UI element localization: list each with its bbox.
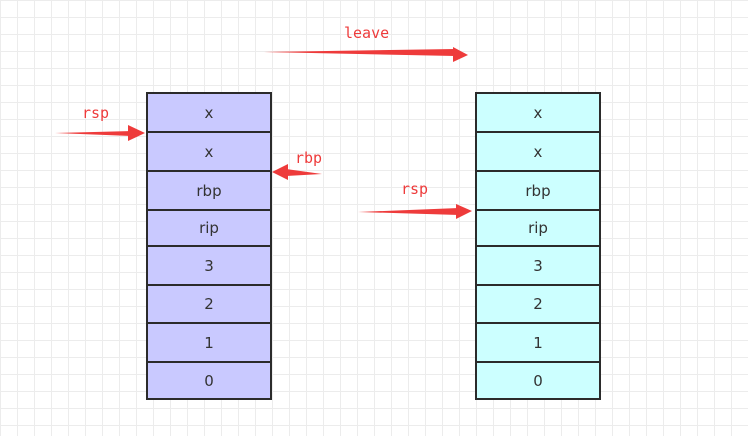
stack-cell: 0 (204, 371, 214, 390)
stack-cell: 2 (148, 286, 270, 324)
left-rbp-label: rbp (295, 149, 323, 167)
stack-cell: x (477, 133, 599, 172)
stack-cell: x (148, 133, 270, 172)
stack-cell: 0 (533, 371, 543, 390)
left-rsp-arrow (55, 125, 145, 141)
stack-cell: 1 (477, 324, 599, 363)
right-stack: x x rbp rip 3 2 1 0 (475, 92, 601, 400)
stack-cell: rip (148, 211, 270, 247)
stack-cell: rbp (148, 172, 270, 211)
stack-cell: rip (477, 211, 599, 247)
right-rsp-label: rsp (401, 180, 429, 198)
leave-arrow (264, 47, 468, 62)
stack-cell: x (477, 94, 599, 133)
right-rsp-arrow (358, 204, 472, 219)
left-rsp-label: rsp (82, 104, 110, 122)
stack-cell: 2 (477, 286, 599, 324)
leave-label: leave (344, 24, 390, 42)
stack-cell: x (148, 94, 270, 133)
stack-cell: 1 (148, 324, 270, 363)
left-stack: x x rbp rip 3 2 1 0 (146, 92, 272, 400)
stack-cell: 3 (148, 247, 270, 286)
stack-cell: 3 (477, 247, 599, 286)
left-rbp-arrow (272, 164, 322, 180)
stack-cell: rbp (477, 172, 599, 211)
